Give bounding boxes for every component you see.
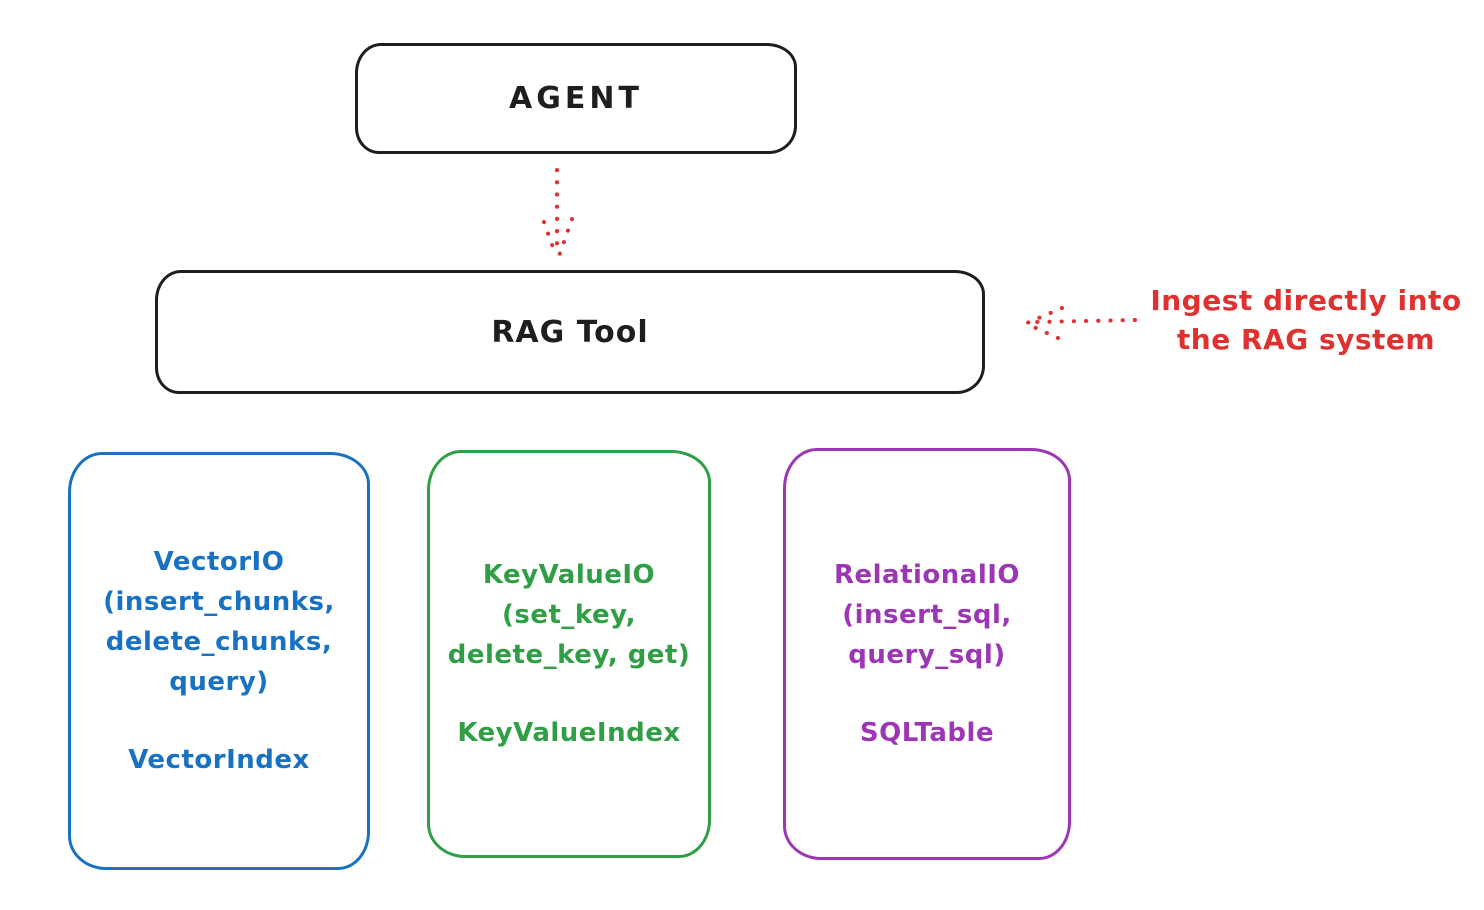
keyvalue-io-title: KeyValueIO bbox=[482, 560, 656, 590]
keyvalue-io-params-line2: delete_key, get) bbox=[447, 640, 691, 670]
agent-label: AGENT bbox=[509, 81, 643, 116]
relational-io-title: RelationalIO bbox=[833, 560, 1021, 590]
relational-io-box: RelationalIO (insert_sql, query_sql) SQL… bbox=[783, 448, 1071, 860]
ingest-annotation-line2: the RAG system bbox=[1176, 323, 1436, 356]
relational-io-params-line2: query_sql) bbox=[848, 640, 1006, 670]
ingest-annotation: Ingest directly into the RAG system bbox=[1138, 281, 1474, 359]
rag-tool-label: RAG Tool bbox=[491, 314, 649, 350]
vector-io-params-line2: delete_chunks, bbox=[105, 627, 333, 657]
vector-index-label: VectorIndex bbox=[128, 745, 310, 775]
keyvalue-io-box: KeyValueIO (set_key, delete_key, get) Ke… bbox=[427, 450, 711, 858]
keyvalue-index-label: KeyValueIndex bbox=[457, 718, 681, 748]
rag-tool-box: RAG Tool bbox=[155, 270, 985, 394]
vector-io-params-line1: (insert_chunks, bbox=[103, 587, 335, 617]
agent-to-rag-arrow-icon bbox=[542, 168, 574, 258]
vector-io-title: VectorIO bbox=[153, 547, 285, 577]
ingest-annotation-line1: Ingest directly into bbox=[1150, 284, 1462, 317]
sql-table-label: SQLTable bbox=[859, 718, 995, 748]
vector-io-params-line3: query) bbox=[169, 667, 269, 697]
keyvalue-io-params-line1: (set_key, bbox=[502, 600, 636, 630]
ingest-annotation-arrow-icon bbox=[1025, 306, 1137, 340]
agent-box: AGENT bbox=[355, 43, 797, 154]
relational-io-params-line1: (insert_sql, bbox=[842, 600, 1012, 630]
vector-io-box: VectorIO (insert_chunks, delete_chunks, … bbox=[68, 452, 370, 870]
